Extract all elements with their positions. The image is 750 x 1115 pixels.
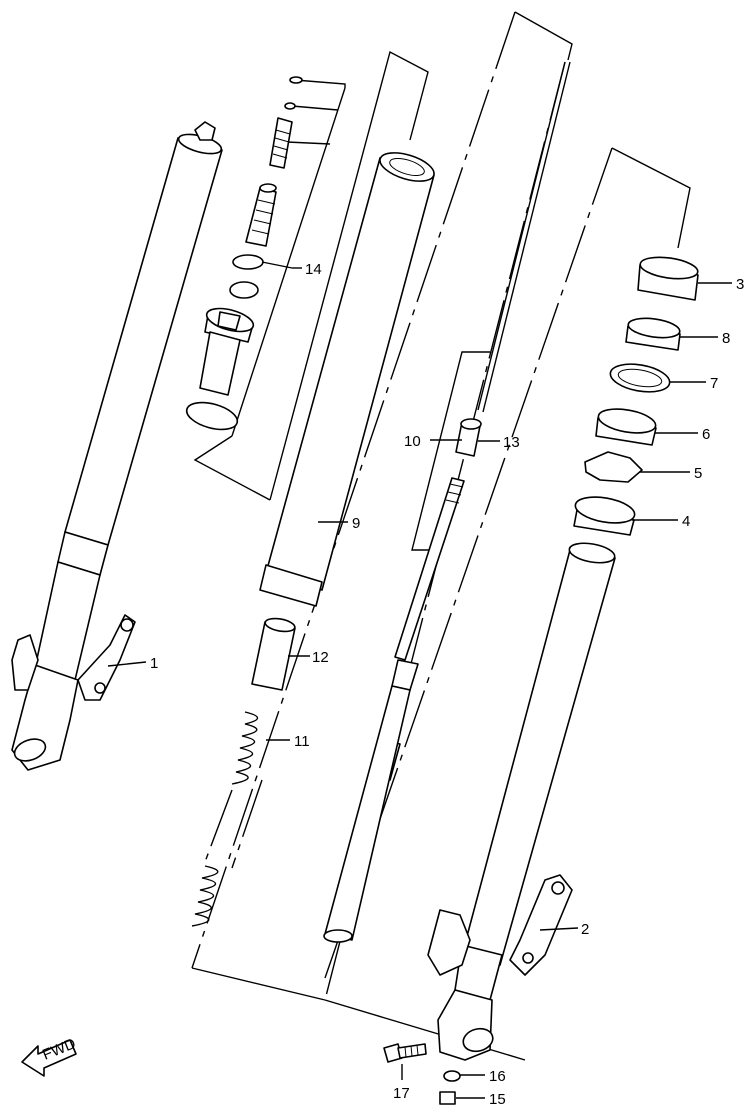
callout-4: 4 [682,513,690,530]
leader-lines [107,261,732,1099]
callout-7: 7 [710,375,718,392]
fwd-arrow-icon: FWD [21,1035,78,1077]
callout-11: 11 [294,733,310,750]
callout-8: 8 [722,330,730,347]
right-fork-outer-tube [427,542,616,1061]
damper-rod-part-10 [323,61,571,943]
left-fork-outer-tube [11,121,223,771]
seals-and-bushings [573,256,699,536]
fork-spring-part-11 [191,711,263,927]
callout-14: 14 [305,261,322,278]
callout-12: 12 [312,649,329,666]
spacer-pipe-part-12 [251,617,296,691]
fork-cap-assembly [185,76,303,431]
callout-10: 10 [404,433,421,450]
callout-13: 13 [503,434,520,451]
callout-3: 3 [736,276,744,293]
bolts-and-washers [383,1043,461,1105]
inner-fork-tube-part-9 [259,152,435,607]
callout-17: 17 [393,1085,410,1102]
callout-6: 6 [702,426,710,443]
callout-numbers: 1 2 3 4 5 6 7 8 9 10 11 12 13 14 15 16 1… [150,261,744,1108]
callout-15: 15 [489,1091,506,1108]
callout-16: 16 [489,1068,506,1085]
callout-5: 5 [694,465,702,482]
callout-2: 2 [581,921,589,938]
callout-9: 9 [352,515,360,532]
callout-1: 1 [150,655,158,672]
